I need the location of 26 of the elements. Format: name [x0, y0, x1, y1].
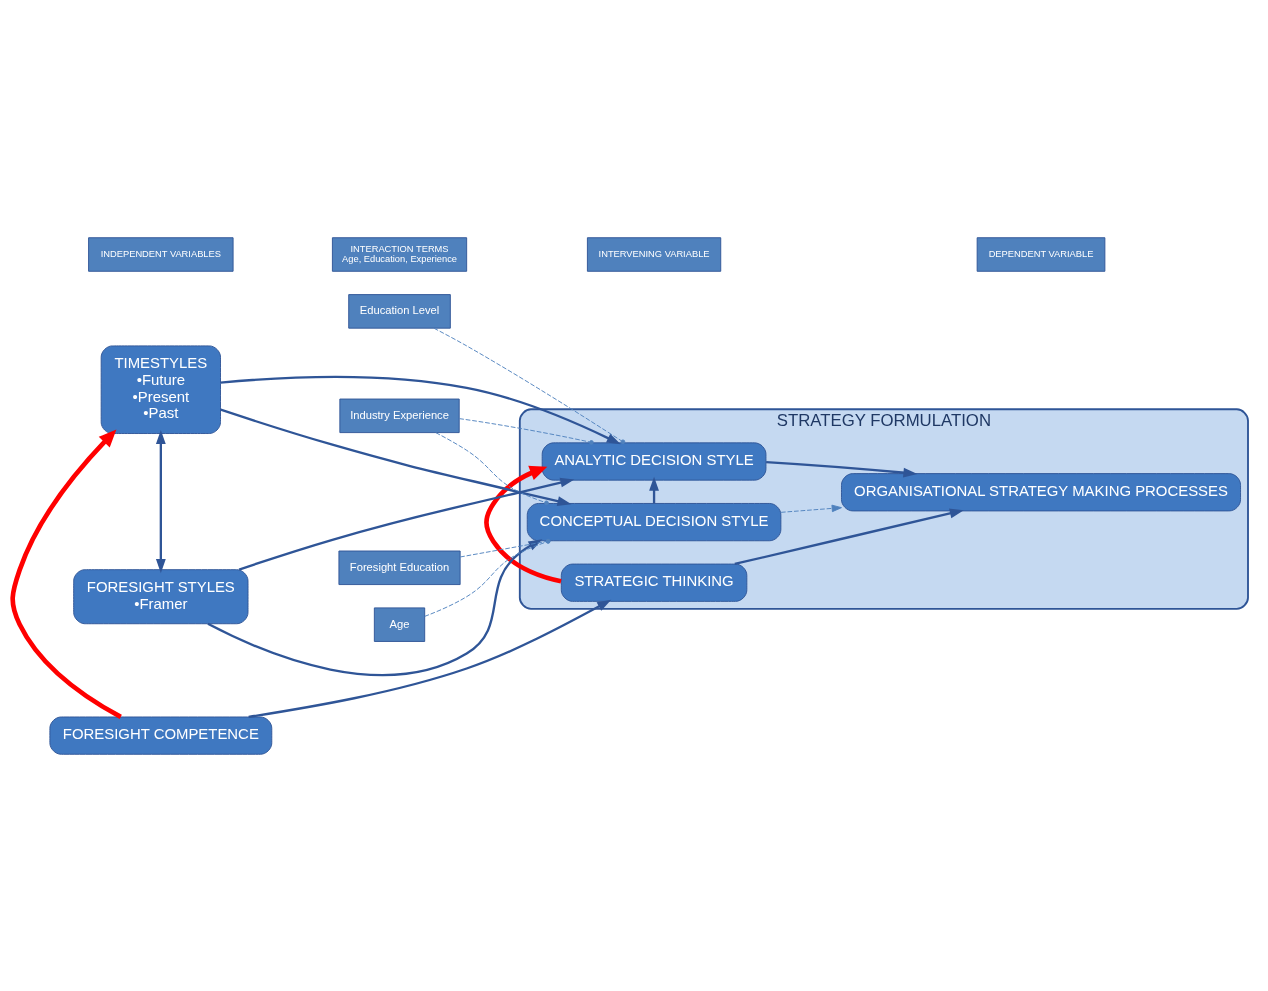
arrow	[484, 465, 562, 584]
connector	[433, 327, 626, 444]
node-box: FORESIGHT STYLES •Framer	[73, 568, 249, 624]
node-box: TIMESTYLES •Future •Present •Past	[100, 344, 221, 434]
arrow	[155, 429, 166, 573]
arrow	[220, 375, 621, 444]
node-box: INTERVENING VARIABLE	[586, 236, 722, 272]
node-box: ORGANISATIONAL STRATEGY MAKING PROCESSES	[841, 472, 1241, 511]
arrow	[238, 477, 575, 571]
node-box: INDEPENDENT VARIABLES	[88, 236, 234, 272]
node-box: Foresight Education	[338, 550, 461, 585]
connector	[458, 417, 594, 445]
connector	[435, 431, 549, 505]
node-box: DEPENDENT VARIABLE	[976, 236, 1106, 272]
node-box: FORESIGHT COMPETENCE	[49, 716, 273, 755]
node-box: Industry Experience	[339, 398, 460, 433]
node-box: Education Level	[348, 293, 451, 329]
node-box: Age	[373, 606, 426, 642]
arrow	[220, 408, 572, 506]
node-box: STRATEGIC THINKING	[560, 563, 748, 602]
node-box: INTERACTION TERMS Age, Education, Experience	[331, 236, 468, 272]
arrow	[766, 460, 918, 477]
arrow	[734, 508, 964, 565]
arrow	[248, 599, 612, 718]
arrow	[10, 429, 122, 719]
arrow	[780, 504, 842, 513]
